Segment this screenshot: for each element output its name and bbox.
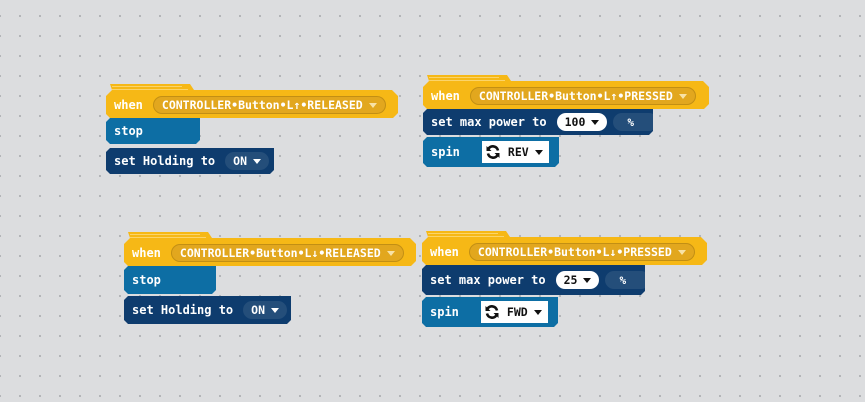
set-holding-block[interactable]: set Holding to ON [124, 296, 291, 324]
chevron-down-icon [591, 120, 599, 125]
when-event-block[interactable]: when CONTROLLER•Button•L↑•RELEASED [106, 84, 398, 118]
stop-label: stop [132, 273, 161, 287]
unit-field[interactable]: % [605, 271, 650, 289]
block-connector [138, 323, 170, 329]
script-l-down-pressed[interactable]: when CONTROLLER•Button•L↓•PRESSED set ma… [422, 231, 707, 327]
direction-value: FWD [506, 305, 528, 319]
when-event-block[interactable]: when CONTROLLER•Button•L↓•PRESSED [422, 231, 707, 265]
set-holding-label: set Holding to [114, 154, 216, 168]
stop-block[interactable]: stop [124, 266, 216, 294]
rotate-icon [484, 143, 502, 161]
stop-label: stop [114, 124, 143, 138]
power-dropdown[interactable]: 100 [557, 113, 608, 131]
direction-value: REV [507, 145, 529, 159]
chevron-down-icon [253, 159, 261, 164]
when-event-block[interactable]: when CONTROLLER•Button•L↓•RELEASED [124, 232, 416, 266]
chevron-down-icon [534, 310, 542, 315]
event-value: CONTROLLER•Button•L↑•RELEASED [161, 98, 363, 112]
event-value: CONTROLLER•Button•L↑•PRESSED [478, 89, 673, 103]
when-label: when [114, 98, 143, 112]
chevron-down-icon [583, 278, 591, 283]
chevron-down-icon [387, 251, 395, 256]
set-max-power-block[interactable]: set max power to 25 % [422, 265, 645, 295]
spin-block[interactable]: spin FWD [422, 297, 558, 327]
block-connector [437, 166, 469, 172]
rotate-icon [483, 303, 501, 321]
holding-dropdown[interactable]: ON [243, 301, 287, 319]
set-max-power-label: set max power to [430, 273, 546, 287]
chevron-down-icon [369, 103, 377, 108]
power-dropdown[interactable]: 25 [556, 271, 600, 289]
chevron-down-icon [271, 308, 279, 313]
spin-label: spin [430, 305, 459, 319]
chevron-down-icon [679, 94, 687, 99]
holding-value: ON [251, 303, 266, 317]
script-l-down-released[interactable]: when CONTROLLER•Button•L↓•RELEASED stop … [124, 232, 416, 324]
when-label: when [132, 246, 161, 260]
when-event-block[interactable]: when CONTROLLER•Button•L↑•PRESSED [423, 75, 709, 109]
script-l-up-released[interactable]: when CONTROLLER•Button•L↑•RELEASED stop … [106, 84, 398, 174]
unit-field[interactable]: % [613, 113, 658, 131]
chevron-down-icon [678, 250, 686, 255]
stop-block[interactable]: stop [106, 118, 200, 144]
event-dropdown[interactable]: CONTROLLER•Button•L↓•PRESSED [469, 243, 695, 261]
spin-label: spin [431, 145, 460, 159]
event-dropdown[interactable]: CONTROLLER•Button•L↓•RELEASED [171, 244, 404, 262]
set-max-power-block[interactable]: set max power to 100 % [423, 109, 653, 135]
chevron-down-icon [535, 150, 543, 155]
holding-dropdown[interactable]: ON [225, 152, 269, 170]
set-holding-block[interactable]: set Holding to ON [106, 148, 274, 174]
direction-dropdown[interactable]: REV [482, 141, 549, 163]
set-holding-label: set Holding to [132, 303, 234, 317]
holding-value: ON [233, 154, 248, 168]
block-connector [436, 326, 468, 332]
script-l-up-pressed[interactable]: when CONTROLLER•Button•L↑•PRESSED set ma… [423, 75, 709, 167]
set-max-power-label: set max power to [431, 115, 547, 129]
event-dropdown[interactable]: CONTROLLER•Button•L↑•RELEASED [153, 96, 386, 114]
event-value: CONTROLLER•Button•L↓•RELEASED [179, 246, 381, 260]
when-label: when [430, 245, 459, 259]
event-dropdown[interactable]: CONTROLLER•Button•L↑•PRESSED [470, 87, 696, 105]
event-value: CONTROLLER•Button•L↓•PRESSED [477, 245, 672, 259]
block-connector [120, 173, 152, 179]
power-value: 25 [563, 273, 578, 287]
when-label: when [431, 89, 460, 103]
spin-block[interactable]: spin REV [423, 137, 559, 167]
power-value: 100 [564, 115, 586, 129]
direction-dropdown[interactable]: FWD [481, 301, 548, 323]
